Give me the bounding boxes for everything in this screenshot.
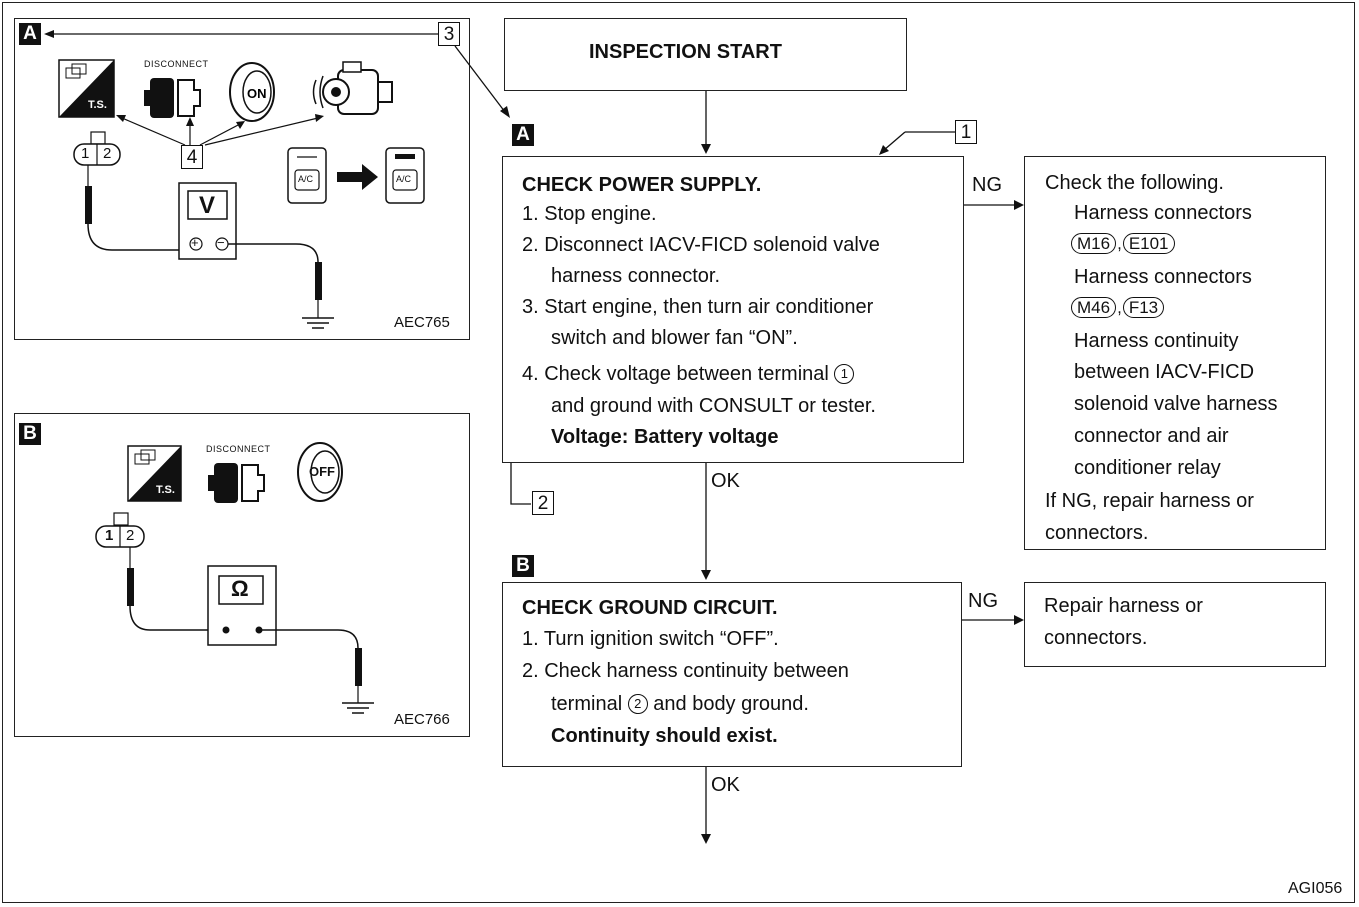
check1-step1: 1. Stop engine.	[522, 203, 657, 225]
ng1-item1-refs: M16,E101	[1070, 233, 1176, 254]
diagram-b-figure-code: AEC766	[394, 711, 450, 728]
flow-marker-a: A	[512, 124, 534, 146]
diagram-a-callout-3: 3	[438, 22, 460, 46]
check1-step2-cont: harness connector.	[551, 265, 720, 287]
check1-step3-cont: switch and blower fan “ON”.	[551, 327, 798, 349]
ts-label-b: T.S.	[156, 484, 175, 496]
inspection-start-box	[504, 18, 907, 91]
terminal-1-ref: 1	[834, 364, 855, 384]
ac-switch-on-icon	[385, 147, 425, 204]
connector-ref-m16: M16	[1071, 233, 1117, 254]
terminal-2-ref: 2	[627, 694, 648, 714]
inspection-start-label: INSPECTION START	[589, 41, 782, 63]
check2-step2-pre: terminal	[551, 693, 623, 715]
ng1-item1: Harness connectors	[1074, 202, 1252, 224]
meter-plus-label: +	[191, 235, 199, 250]
connector-ref-f13: F13	[1122, 297, 1165, 318]
check-power-supply-title: CHECK POWER SUPPLY.	[522, 174, 762, 196]
check-ground-circuit-box	[502, 582, 962, 767]
ac-switch-off-label: A/C	[298, 174, 314, 184]
flow-marker-b: B	[512, 555, 534, 577]
check1-step2: 2. Disconnect IACV-FICD solenoid valve	[522, 234, 880, 256]
meter-minus-label: −	[217, 235, 225, 250]
disconnect-icon-b	[208, 463, 265, 503]
ng1-footer-line1: If NG, repair harness or	[1045, 490, 1254, 512]
check2-spec: Continuity should exist.	[551, 725, 778, 747]
check2-step2-cont: terminal 2 and body ground.	[551, 689, 809, 720]
ts-icon-a	[58, 59, 115, 118]
ng1-label: NG	[972, 174, 1002, 196]
diagram-a-figure-code: AEC765	[394, 314, 450, 331]
check2-step2: 2. Check harness continuity between	[522, 660, 849, 682]
ng2-label: NG	[968, 590, 998, 612]
disconnect-label-a: DISCONNECT	[144, 59, 209, 69]
check1-spec: Voltage: Battery voltage	[551, 426, 779, 448]
ok1-label: OK	[711, 470, 740, 492]
ng1-item2: Harness connectors	[1074, 266, 1252, 288]
ok2-label: OK	[711, 774, 740, 796]
disconnect-label-b: DISCONNECT	[206, 444, 271, 454]
ng1-item2-refs: M46,F13	[1070, 297, 1165, 318]
ts-icon-b	[127, 445, 182, 502]
check2-step2-post: and body ground.	[653, 693, 809, 715]
ng1-item3-line4: connector and air	[1074, 425, 1229, 447]
page-code: AGI056	[1288, 880, 1343, 897]
key-on-label: ON	[247, 86, 267, 101]
diagram-a-callout-4: 4	[181, 145, 203, 169]
check1-step4: 4. Check voltage between terminal 1	[522, 359, 855, 390]
connector-pin-1-a: 1	[81, 145, 90, 162]
ng1-item3-line2: between IACV-FICD	[1074, 361, 1255, 383]
ng1-item3-line3: solenoid valve harness	[1074, 393, 1278, 415]
check-power-supply-box	[502, 156, 964, 463]
ignition-on-icon-a	[229, 62, 275, 122]
flow-callout-1: 1	[955, 120, 977, 144]
check1-step4-cont: and ground with CONSULT or tester.	[551, 395, 876, 417]
ng1-item3-line5: conditioner relay	[1074, 457, 1221, 479]
connector-pin-2-a: 2	[103, 145, 112, 162]
ignition-off-icon-b	[297, 442, 343, 502]
ohmmeter-label: Ω	[231, 576, 249, 601]
check-ground-circuit-title: CHECK GROUND CIRCUIT.	[522, 597, 778, 619]
diagram-b-badge: B	[19, 423, 41, 445]
connector-ref-e101: E101	[1122, 233, 1175, 254]
check2-step1: 1. Turn ignition switch “OFF”.	[522, 628, 779, 650]
flow-callout-2: 2	[532, 491, 554, 515]
ts-label-a: T.S.	[88, 99, 107, 111]
ng2-action-box	[1024, 582, 1326, 667]
voltmeter-label: V	[199, 192, 216, 219]
ng1-action-box	[1024, 156, 1326, 550]
disconnect-icon-a	[144, 78, 201, 118]
arrow-right-icon	[337, 164, 378, 190]
ng1-footer-line2: connectors.	[1045, 522, 1149, 544]
diagram-a-badge: A	[19, 23, 41, 45]
ng1-heading: Check the following.	[1045, 172, 1224, 194]
check1-step4-text: 4. Check voltage between terminal	[522, 363, 829, 385]
connector-pin-2-b: 2	[126, 527, 135, 544]
key-off-label: OFF	[309, 464, 335, 479]
ac-switch-on-label: A/C	[396, 174, 412, 184]
connector-ref-m46: M46	[1071, 297, 1117, 318]
ac-switch-off-icon	[287, 147, 327, 204]
check1-step3: 3. Start engine, then turn air condition…	[522, 296, 874, 318]
engine-running-icon-a	[312, 61, 393, 115]
ng2-line1: Repair harness or	[1044, 595, 1203, 617]
ng1-item3-line1: Harness continuity	[1074, 330, 1239, 352]
ng2-line2: connectors.	[1044, 627, 1148, 649]
connector-pin-1-b: 1	[105, 527, 114, 544]
